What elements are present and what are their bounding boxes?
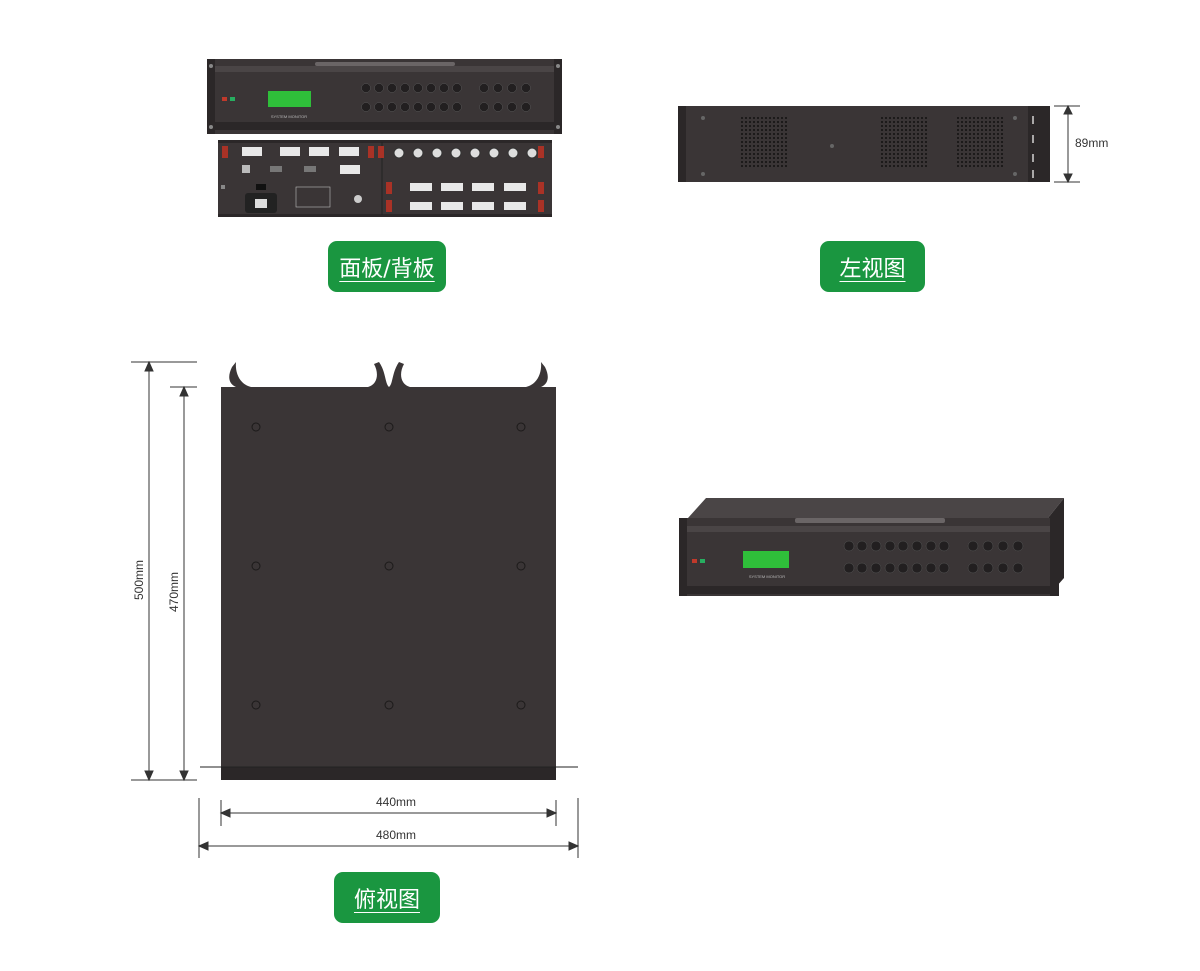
lcd-screen-perspective xyxy=(743,551,789,568)
width-outer-label: 480mm xyxy=(376,828,416,842)
perspective-view: SYSTEM MONITOR xyxy=(679,498,1064,596)
svg-text:SYSTEM MONITOR: SYSTEM MONITOR xyxy=(749,574,785,579)
width-inner-label: 440mm xyxy=(376,795,416,809)
height-dimension xyxy=(1054,104,1080,184)
top-view xyxy=(200,362,578,780)
depth-dimensions xyxy=(131,360,197,782)
front-back-label: 面板/背板 xyxy=(339,256,435,282)
back-panel xyxy=(218,140,552,217)
lcd-screen xyxy=(268,91,311,107)
vent-grille xyxy=(741,115,1005,169)
left-view-label: 左视图 xyxy=(839,256,906,282)
width-dimensions xyxy=(197,798,580,858)
left-view-badge: 左视图 xyxy=(820,241,925,292)
monitor-label: SYSTEM MONITOR xyxy=(271,114,307,119)
left-view xyxy=(678,106,1050,182)
height-label: 89mm xyxy=(1075,136,1108,150)
front-panel: SYSTEM MONITOR xyxy=(207,59,562,134)
top-view-badge: 俯视图 xyxy=(334,872,440,923)
key-grid-front xyxy=(361,83,531,112)
front-back-badge: 面板/背板 xyxy=(328,241,446,292)
depth-inner-label: 470mm xyxy=(167,572,181,612)
top-view-label: 俯视图 xyxy=(353,887,420,913)
depth-outer-label: 500mm xyxy=(132,560,146,600)
